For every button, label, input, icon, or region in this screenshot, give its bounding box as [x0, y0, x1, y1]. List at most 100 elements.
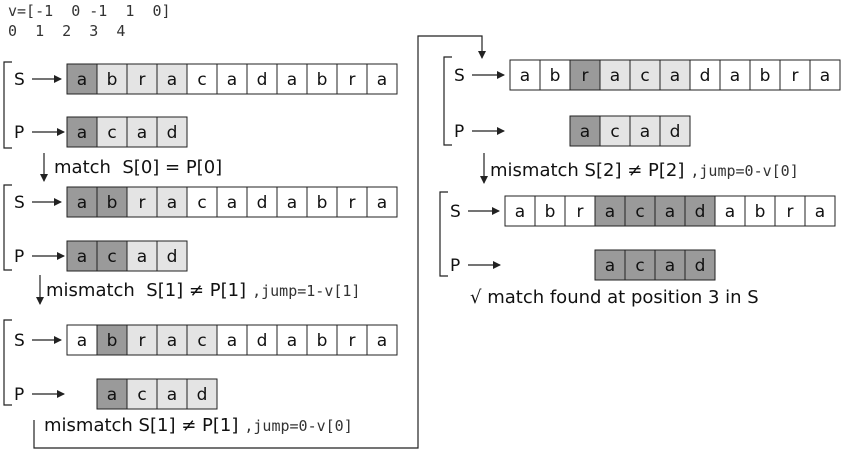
s-row-label: S: [14, 331, 25, 351]
p-cell: [629, 115, 661, 147]
p-cell-char: a: [580, 122, 590, 142]
s-cell: [564, 195, 596, 227]
s-cell: [714, 195, 746, 227]
s-cell: [246, 324, 278, 356]
caption-step-2: mismatch S[1] ≠ P[1],jump=1-v[1]: [46, 280, 360, 301]
s-cell-char: a: [670, 66, 680, 86]
p-cell-char: a: [137, 123, 147, 143]
p-cell: [186, 378, 218, 410]
s-cell-char: b: [107, 70, 118, 90]
p-cell: [156, 116, 188, 148]
s-cell-char: d: [695, 202, 706, 222]
s-cell: [66, 186, 98, 218]
s-cell: [216, 63, 248, 95]
p-row-label: P: [14, 247, 24, 267]
p-cell-char: a: [167, 385, 177, 405]
s-cell-char: a: [377, 331, 387, 351]
s-cell: [336, 63, 368, 95]
p-cell-char: c: [137, 385, 146, 405]
s-cell-char: r: [792, 66, 799, 86]
s-cell-char: r: [349, 331, 356, 351]
p-cell: [624, 249, 656, 281]
s-cell: [366, 63, 398, 95]
s-cell-char: c: [197, 331, 206, 351]
caption-step-1: match S[0] = P[0]: [54, 157, 222, 178]
s-cell: [509, 59, 541, 91]
s-cell: [804, 195, 836, 227]
s-cell: [366, 324, 398, 356]
v-array-label: v=[-1 0 -1 1 0]: [8, 2, 171, 20]
s-cell: [689, 59, 721, 91]
s-cell-char: r: [139, 193, 146, 213]
s-cell: [186, 63, 218, 95]
p-cell: [684, 249, 716, 281]
s-cell-char: a: [665, 202, 675, 222]
p-cell: [96, 378, 128, 410]
column-connector: [33, 35, 486, 449]
p-cell: [156, 378, 188, 410]
s-cell: [624, 195, 656, 227]
p-cell: [156, 240, 188, 272]
s-cell: [366, 186, 398, 218]
s-cell: [569, 59, 601, 91]
step-bracket: [439, 191, 448, 277]
s-cell-char: b: [755, 202, 766, 222]
p-cell-char: d: [197, 385, 208, 405]
s-cell-char: b: [760, 66, 771, 86]
s-cell: [156, 63, 188, 95]
s-cell: [594, 195, 626, 227]
s-cell-char: a: [167, 70, 177, 90]
s-cell-char: a: [77, 193, 87, 213]
s-cell: [156, 186, 188, 218]
s-cell-char: a: [605, 202, 615, 222]
s-cell-char: r: [582, 66, 589, 86]
p-cell-char: d: [167, 247, 178, 267]
s-cell: [126, 324, 158, 356]
s-cell-char: a: [815, 202, 825, 222]
p-cell-char: c: [635, 256, 644, 276]
p-cell-char: a: [137, 247, 147, 267]
s-cell: [779, 59, 811, 91]
s-cell-char: b: [317, 70, 328, 90]
s-row-label: S: [14, 70, 25, 90]
step-bracket: [3, 319, 12, 406]
s-cell-char: b: [317, 193, 328, 213]
s-cell: [186, 186, 218, 218]
s-cell-char: a: [167, 331, 177, 351]
s-cell-char: a: [610, 66, 620, 86]
s-row-label: S: [14, 193, 25, 213]
s-cell-char: a: [730, 66, 740, 86]
s-cell-char: r: [349, 70, 356, 90]
p-row-label: P: [450, 256, 460, 276]
p-cell: [599, 115, 631, 147]
s-cell-char: d: [257, 193, 268, 213]
p-cell: [66, 240, 98, 272]
s-cell-char: a: [377, 70, 387, 90]
p-cell-char: c: [107, 123, 116, 143]
p-cell: [96, 240, 128, 272]
p-cell: [659, 115, 691, 147]
s-cell: [126, 186, 158, 218]
s-cell-char: c: [197, 193, 206, 213]
p-row-label: P: [14, 123, 24, 143]
s-cell: [629, 59, 661, 91]
s-cell-char: a: [725, 202, 735, 222]
s-cell: [774, 195, 806, 227]
s-cell: [276, 324, 308, 356]
p-row-label: P: [14, 385, 24, 405]
p-cell: [96, 116, 128, 148]
s-cell-char: r: [787, 202, 794, 222]
s-cell: [66, 63, 98, 95]
s-cell-char: b: [107, 331, 118, 351]
s-cell-char: d: [700, 66, 711, 86]
p-cell-char: d: [670, 122, 681, 142]
s-cell-char: r: [139, 70, 146, 90]
s-cell: [336, 324, 368, 356]
p-row-label: P: [454, 122, 464, 142]
s-cell-char: a: [377, 193, 387, 213]
p-cell-char: d: [695, 256, 706, 276]
p-cell-char: c: [107, 247, 116, 267]
s-cell: [246, 63, 278, 95]
s-cell-char: a: [820, 66, 830, 86]
